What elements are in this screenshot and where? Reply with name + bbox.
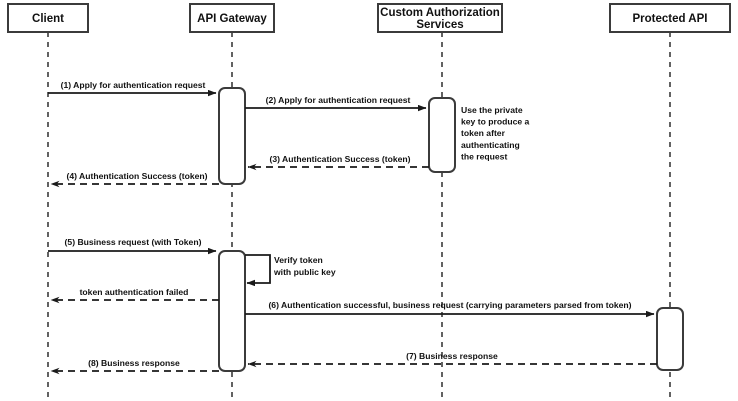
self-call-verify-token-label-line1: Verify token <box>274 255 323 265</box>
message-3[interactable]: (3) Authentication Success (token) <box>247 154 429 171</box>
activation-api-gateway-1 <box>218 87 246 185</box>
message-token-authentication-failed[interactable]: token authentication failed <box>50 287 219 304</box>
self-call-verify-token[interactable]: Verify token with public key <box>245 254 336 287</box>
self-call-verify-token-path <box>245 254 271 287</box>
message-6-label: (6) Authentication successful, business … <box>268 300 631 310</box>
note-private-key-line-2: key to produce a <box>461 117 530 127</box>
participant-box-client[interactable] <box>7 3 89 33</box>
participant-label-protected-api: Protected API <box>633 13 708 25</box>
activations-group <box>218 87 684 372</box>
lifelines-group: Client API Gateway Custom Authorization … <box>7 3 731 398</box>
activation-api-gateway-2 <box>218 250 246 372</box>
lifeline-protected-api[interactable]: Protected API <box>609 3 731 398</box>
message-1[interactable]: (1) Apply for authentication request <box>48 80 217 97</box>
participant-box-api-gateway[interactable] <box>189 3 275 33</box>
message-7[interactable]: (7) Business response <box>247 351 657 368</box>
lifeline-custom-auth[interactable]: Custom Authorization Services <box>377 3 503 398</box>
messages-group: (1) Apply for authentication request (2)… <box>48 80 657 375</box>
message-3-label: (3) Authentication Success (token) <box>269 154 410 164</box>
message-6[interactable]: (6) Authentication successful, business … <box>245 300 655 318</box>
message-4-label: (4) Authentication Success (token) <box>66 171 207 181</box>
note-private-key-line-4: authenticating <box>461 140 520 150</box>
message-8-label: (8) Business response <box>88 358 180 368</box>
note-private-key-line-1: Use the private <box>461 105 523 115</box>
message-2[interactable]: (2) Apply for authentication request <box>245 95 427 112</box>
participant-box-custom-auth[interactable] <box>377 3 503 33</box>
message-token-authentication-failed-label: token authentication failed <box>80 287 189 297</box>
participant-label-custom-auth-line2: Services <box>416 19 463 31</box>
message-7-label: (7) Business response <box>406 351 498 361</box>
note-private-key-line-3: token after <box>461 128 506 138</box>
activation-custom-auth-1 <box>428 97 456 173</box>
message-4[interactable]: (4) Authentication Success (token) <box>50 171 219 188</box>
activation-protected-api-1 <box>656 307 684 371</box>
message-1-label: (1) Apply for authentication request <box>61 80 206 90</box>
participant-label-client: Client <box>32 13 64 25</box>
participant-box-protected-api[interactable] <box>609 3 731 33</box>
message-5[interactable]: (5) Business request (with Token) <box>48 237 217 255</box>
participant-label-api-gateway: API Gateway <box>197 13 267 25</box>
message-8[interactable]: (8) Business response <box>50 358 219 375</box>
participant-label-custom-auth-line1: Custom Authorization <box>380 7 500 19</box>
note-private-key: Use the private key to produce a token a… <box>461 105 530 161</box>
message-2-label: (2) Apply for authentication request <box>266 95 411 105</box>
lifeline-client[interactable]: Client <box>7 3 89 398</box>
self-call-verify-token-label-line2: with public key <box>273 267 336 277</box>
note-private-key-line-5: the request <box>461 151 507 161</box>
message-5-label: (5) Business request (with Token) <box>65 237 202 247</box>
